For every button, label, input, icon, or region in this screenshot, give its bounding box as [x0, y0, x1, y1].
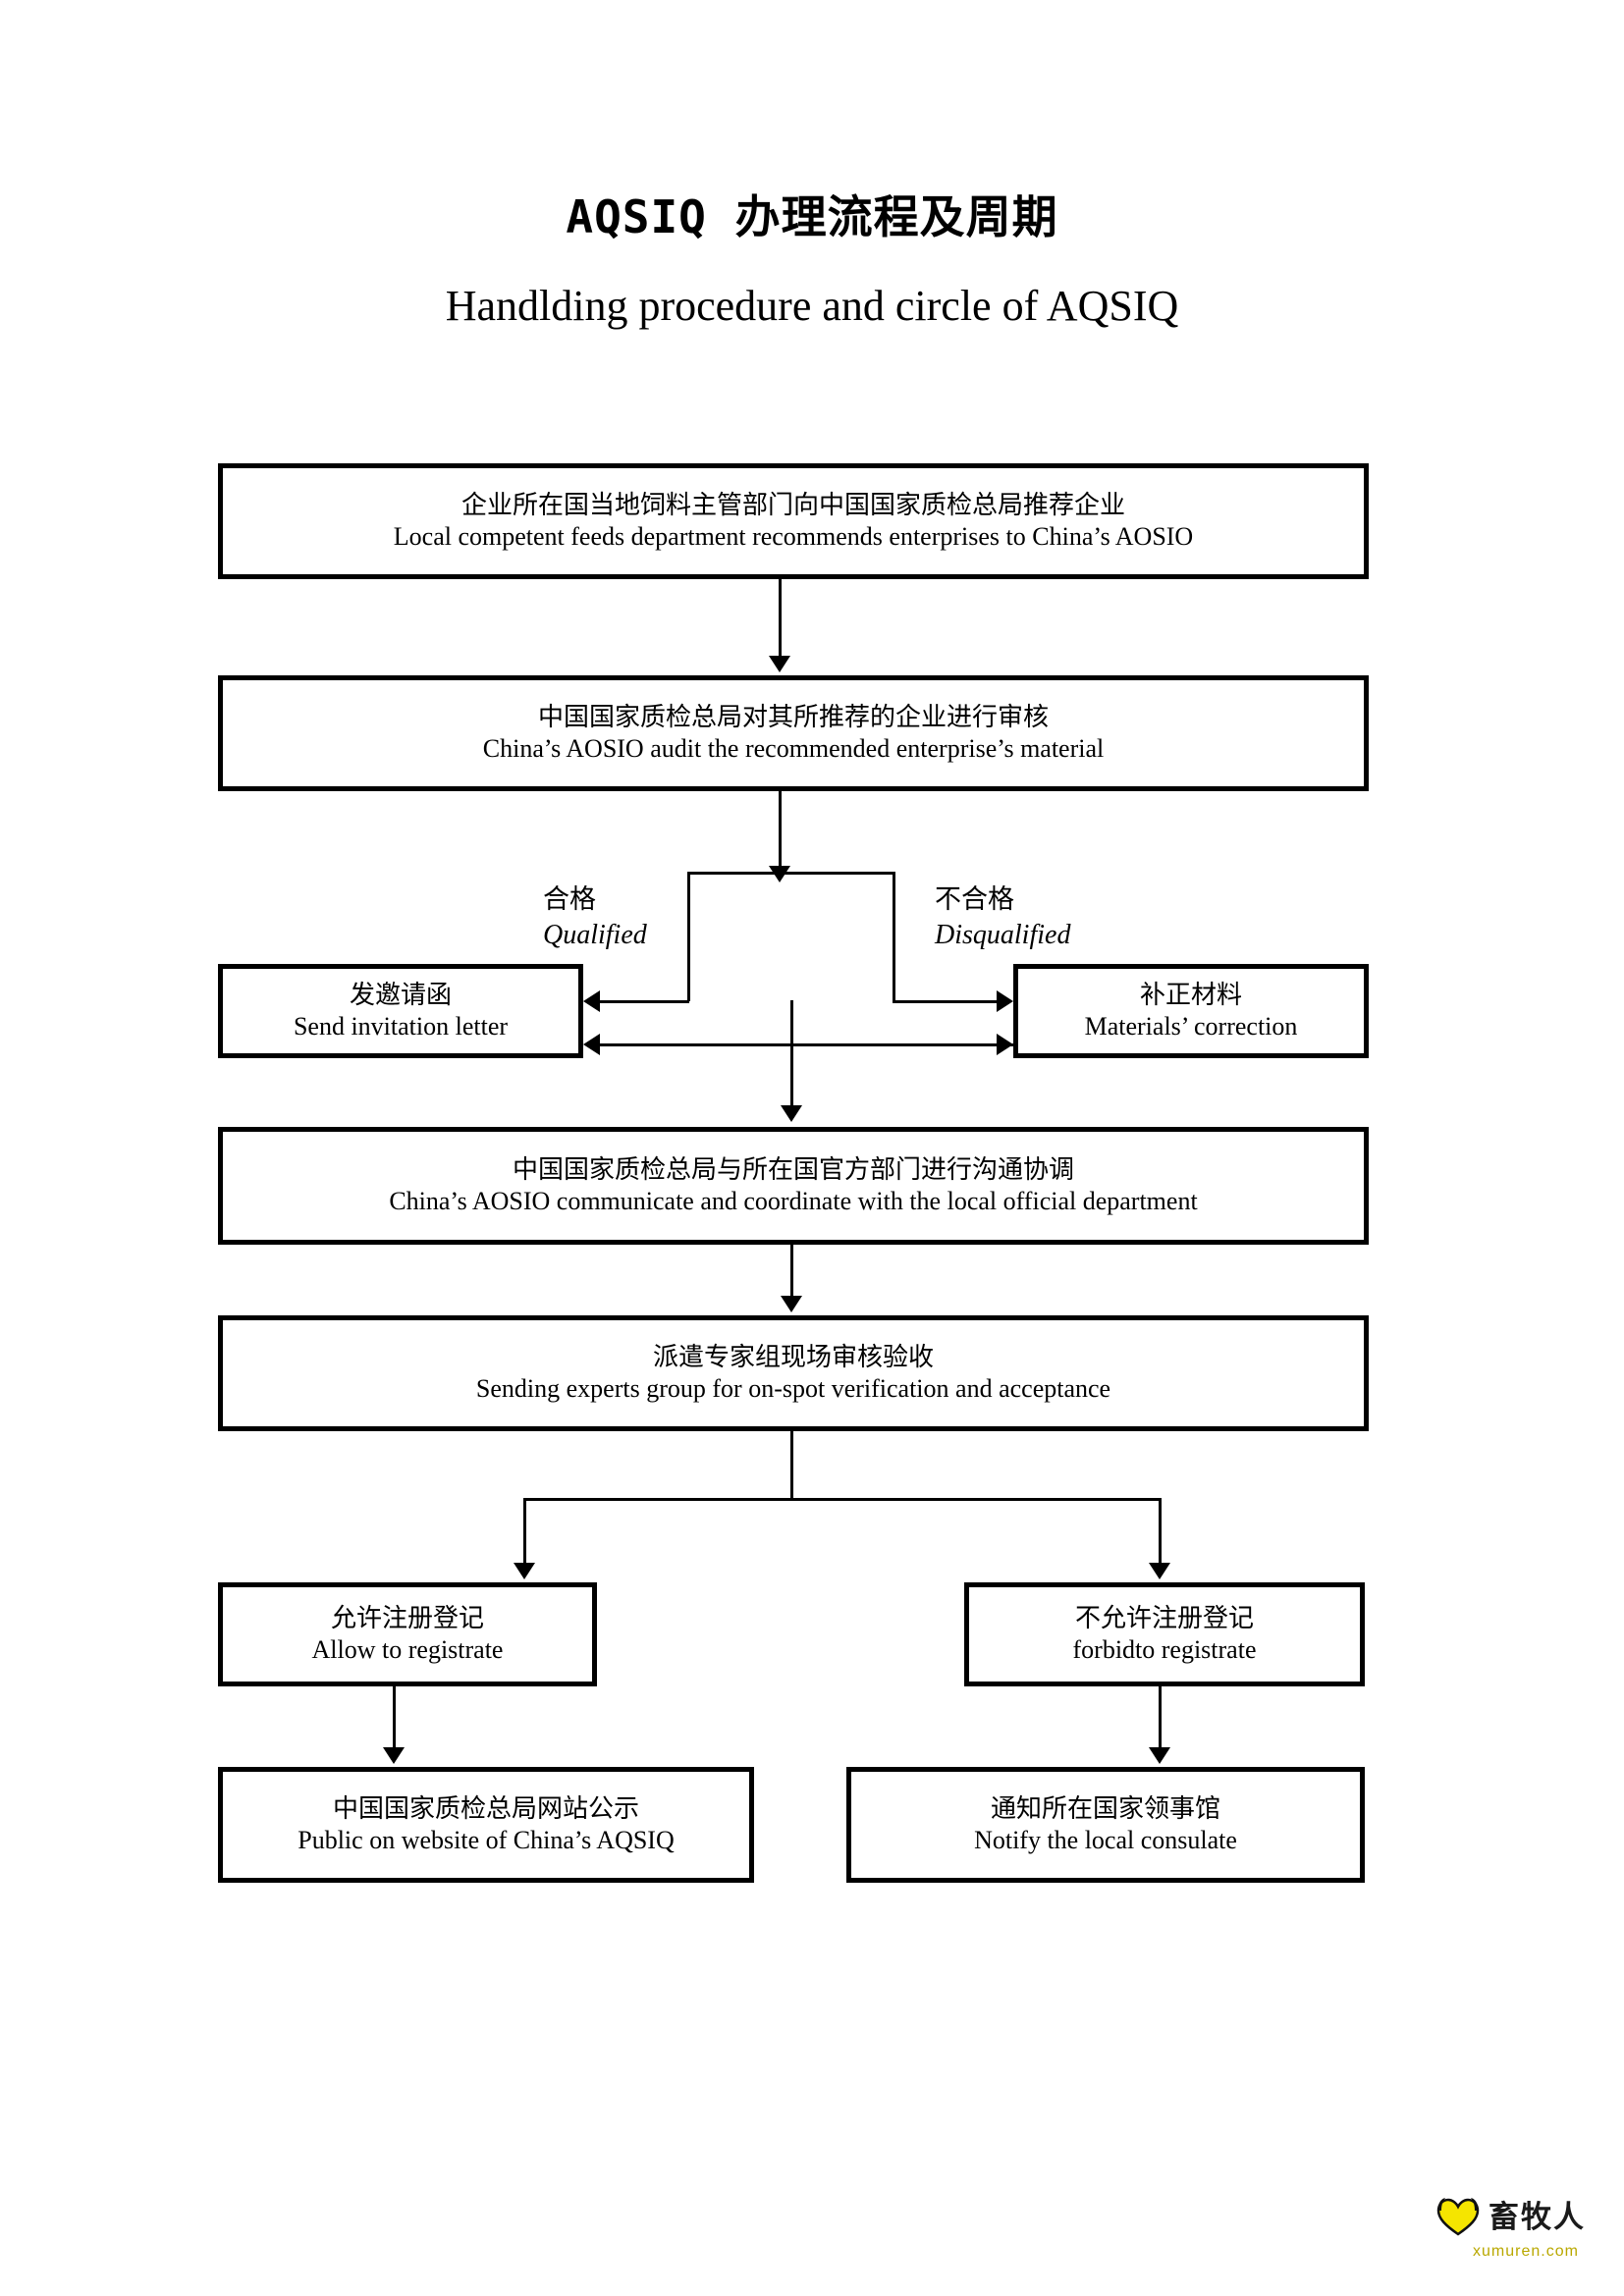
connector-experts-left-leg	[523, 1498, 526, 1565]
flow-node-coordinate[interactable]: 中国国家质检总局与所在国官方部门进行沟通协调 China’s AOSIO com…	[218, 1127, 1369, 1245]
flow-node-forbid-en: forbidto registrate	[1072, 1635, 1257, 1664]
connector-correction-back-to-invitation	[599, 1043, 1015, 1046]
logo-url: xumuren.com	[1473, 2243, 1579, 2260]
xumuren-heart-icon	[1435, 2197, 1481, 2236]
connector-experts-right-leg	[1159, 1498, 1162, 1565]
page-title-chinese: AQSIQ 办理流程及周期	[566, 190, 1058, 243]
arrowhead-notify	[1149, 1747, 1170, 1764]
arrowhead-coordinate	[781, 1105, 802, 1122]
connector-to-correction	[893, 1000, 997, 1003]
branch-label-disqualified-cn: 不合格	[935, 884, 1014, 914]
arrowhead-audit	[769, 656, 790, 672]
connector-coordinate-to-experts	[790, 1245, 793, 1298]
connector-allow-to-public	[393, 1686, 396, 1749]
flow-node-correction-cn: 补正材料	[1139, 980, 1242, 1009]
flow-node-correction[interactable]: 补正材料 Materials’ correction	[1013, 964, 1369, 1058]
flow-node-allow[interactable]: 允许注册登记 Allow to registrate	[218, 1582, 597, 1686]
flow-node-coordinate-cn: 中国国家质检总局与所在国官方部门进行沟通协调	[512, 1154, 1074, 1184]
connector-experts-split-bus	[523, 1498, 1162, 1501]
connector-to-invitation	[599, 1000, 689, 1003]
branch-label-qualified-cn: 合格	[543, 884, 596, 914]
arrowhead-allow	[514, 1563, 535, 1579]
flow-node-public-en: Public on website of China’s AQSIQ	[298, 1826, 675, 1854]
flow-node-notify-en: Notify the local consulate	[974, 1826, 1237, 1854]
flow-node-forbid[interactable]: 不允许注册登记 forbidto registrate	[964, 1582, 1365, 1686]
connector-forbid-to-notify	[1159, 1686, 1162, 1749]
logo-name: 畜牧人	[1489, 2199, 1586, 2234]
flow-node-invitation[interactable]: 发邀请函 Send invitation letter	[218, 964, 583, 1058]
arrowhead-invitation-return	[583, 1034, 600, 1055]
flow-node-experts-en: Sending experts group for on-spot verifi…	[475, 1374, 1111, 1403]
flow-node-forbid-cn: 不允许注册登记	[1074, 1603, 1254, 1632]
flow-node-audit[interactable]: 中国国家质检总局对其所推荐的企业进行审核 China’s AOSIO audit…	[218, 675, 1369, 791]
arrowhead-audit-split	[769, 866, 790, 882]
flow-node-experts[interactable]: 派遣专家组现场审核验收 Sending experts group for on…	[218, 1315, 1369, 1431]
connector-experts-stem	[790, 1431, 793, 1498]
arrowhead-correction-return	[997, 1034, 1013, 1055]
flow-node-invitation-cn: 发邀请函	[349, 980, 452, 1009]
flow-node-public[interactable]: 中国国家质检总局网站公示 Public on website of China’…	[218, 1767, 754, 1883]
branch-label-qualified-en: Qualified	[543, 920, 647, 951]
flow-node-audit-en: China’s AOSIO audit the recommended ente…	[482, 734, 1105, 763]
site-logo: 畜牧人	[1435, 2197, 1586, 2236]
arrowhead-forbid	[1149, 1563, 1170, 1579]
flow-node-notify[interactable]: 通知所在国家领事馆 Notify the local consulate	[846, 1767, 1365, 1883]
flow-node-correction-en: Materials’ correction	[1084, 1012, 1298, 1041]
branch-label-disqualified-en: Disqualified	[935, 920, 1071, 951]
arrowhead-correction	[997, 990, 1013, 1012]
arrowhead-public	[383, 1747, 405, 1764]
connector-audit-stem	[779, 791, 782, 872]
connector-split-left-leg	[687, 872, 690, 1001]
flow-node-public-cn: 中国国家质检总局网站公示	[332, 1793, 639, 1823]
flow-node-experts-cn: 派遣专家组现场审核验收	[652, 1342, 934, 1371]
connector-split-right-leg	[893, 872, 895, 1001]
connector-to-coordinate	[790, 1000, 793, 1108]
arrowhead-experts	[781, 1296, 802, 1312]
flow-node-allow-cn: 允许注册登记	[330, 1603, 484, 1632]
branch-label-disqualified: 不合格 Disqualified	[935, 881, 1070, 954]
flow-node-coordinate-en: China’s AOSIO communicate and coordinate…	[389, 1187, 1198, 1215]
flow-node-recommend[interactable]: 企业所在国当地饲料主管部门向中国国家质检总局推荐企业 Local compete…	[218, 463, 1369, 579]
flow-node-invitation-en: Send invitation letter	[293, 1012, 509, 1041]
connector-recommend-to-audit	[779, 579, 782, 658]
arrowhead-invitation	[583, 990, 600, 1012]
page-title-english: Handlding procedure and circle of AQSIQ	[445, 282, 1179, 330]
flow-node-notify-cn: 通知所在国家领事馆	[990, 1793, 1220, 1823]
branch-label-qualified: 合格 Qualified	[543, 881, 647, 954]
flow-node-allow-en: Allow to registrate	[311, 1635, 504, 1664]
flow-node-recommend-en: Local competent feeds department recomme…	[393, 522, 1194, 551]
flow-node-recommend-cn: 企业所在国当地饲料主管部门向中国国家质检总局推荐企业	[460, 490, 1125, 519]
flow-node-audit-cn: 中国国家质检总局对其所推荐的企业进行审核	[537, 702, 1049, 731]
connector-split-bus	[687, 872, 895, 875]
